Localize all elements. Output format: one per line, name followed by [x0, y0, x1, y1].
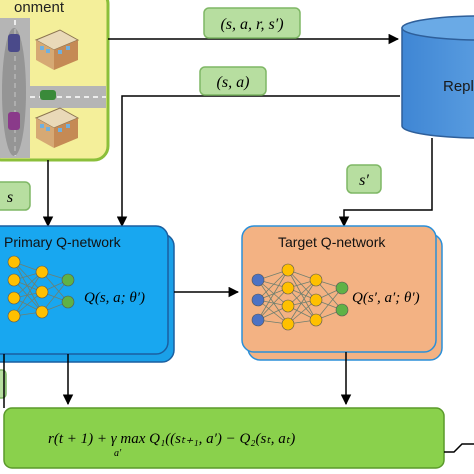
net-edge	[315, 287, 343, 321]
net-edge	[257, 279, 289, 325]
net-node	[251, 273, 265, 287]
net-node	[251, 313, 265, 327]
net-edge	[257, 299, 289, 325]
net-node	[281, 281, 295, 295]
net-node	[309, 273, 323, 287]
loss-max-subscript: a′	[114, 448, 122, 459]
net-edge	[13, 261, 43, 293]
primary-q-label: Q(s, a; θ′)	[84, 290, 145, 306]
net-edge	[41, 279, 69, 313]
net-edge	[257, 287, 289, 321]
target-network: Target Q-network Q(s′, a′; θ′)	[241, 225, 443, 361]
net-edge	[287, 287, 317, 321]
building-icon	[34, 107, 80, 148]
net-node	[7, 309, 21, 323]
feedback-tag	[0, 369, 7, 399]
primary-network: Primary Q-network Q(s, a; θ′)	[0, 225, 175, 363]
transition-flow: (s, a, r, s′)	[108, 7, 400, 45]
state-text: s	[7, 189, 13, 206]
net-node	[281, 299, 295, 313]
net-edge	[257, 269, 289, 301]
state-action-tag	[199, 66, 267, 96]
net-edge	[257, 269, 289, 321]
net-edge	[287, 269, 317, 301]
target-network-title: Target Q-network	[278, 234, 386, 250]
net-edge	[13, 271, 43, 299]
target-neural-net-icon	[251, 263, 349, 331]
next-state-text: s′	[359, 172, 369, 189]
net-node	[35, 305, 49, 319]
environment-title: onment	[14, 0, 65, 16]
primary-neural-net-icon	[7, 255, 75, 323]
net-node	[251, 293, 265, 307]
net-edge	[41, 271, 69, 303]
net-edge	[287, 279, 317, 325]
car-icon	[8, 112, 20, 130]
net-edge	[287, 269, 317, 321]
cylinder-top	[401, 15, 474, 41]
net-node	[7, 291, 21, 305]
loss-formula: r(t + 1) + γ max Q₁((sₜ₊₁, a′) − Q₂(sₜ, …	[48, 431, 295, 447]
environment-panel: onment	[0, 0, 110, 162]
net-node	[309, 313, 323, 327]
next-state-flow: s′	[338, 138, 433, 228]
net-edge	[13, 261, 43, 313]
net-node	[7, 273, 21, 287]
net-node	[309, 293, 323, 307]
net-node	[335, 281, 349, 295]
next-state-tag	[346, 164, 382, 194]
net-node	[281, 263, 295, 277]
state-action-text: (s, a)	[217, 74, 250, 91]
replay-memory: Repl	[401, 15, 474, 139]
primary-network-box	[0, 225, 169, 355]
loss-box	[3, 407, 445, 469]
loss-panel: r(t + 1) + γ max Q₁((sₜ₊₁, a′) − Q₂(sₜ, …	[3, 407, 445, 469]
net-node	[35, 285, 49, 299]
net-edge	[287, 279, 317, 307]
net-node	[61, 295, 75, 309]
primary-network-title: Primary Q-network	[4, 234, 122, 250]
net-node	[7, 255, 21, 269]
loss-return-arrow	[444, 443, 474, 453]
state-tag	[0, 181, 31, 211]
replay-label: Repl	[443, 78, 474, 95]
net-node	[35, 265, 49, 279]
transition-text: (s, a, r, s′)	[220, 16, 283, 33]
net-node	[335, 303, 349, 317]
net-node	[61, 273, 75, 287]
net-edge	[13, 271, 43, 317]
net-node	[281, 317, 295, 331]
state-action-flow: (s, a)	[116, 66, 400, 228]
building-icon	[34, 29, 80, 70]
state-flow: s	[0, 160, 54, 228]
net-edge	[257, 279, 289, 307]
target-q-label: Q(s′, a′; θ′)	[352, 290, 420, 306]
car-icon	[40, 90, 56, 100]
net-edge	[13, 279, 43, 313]
car-icon	[8, 34, 20, 52]
transition-tag	[203, 7, 301, 39]
net-edge	[315, 279, 343, 311]
